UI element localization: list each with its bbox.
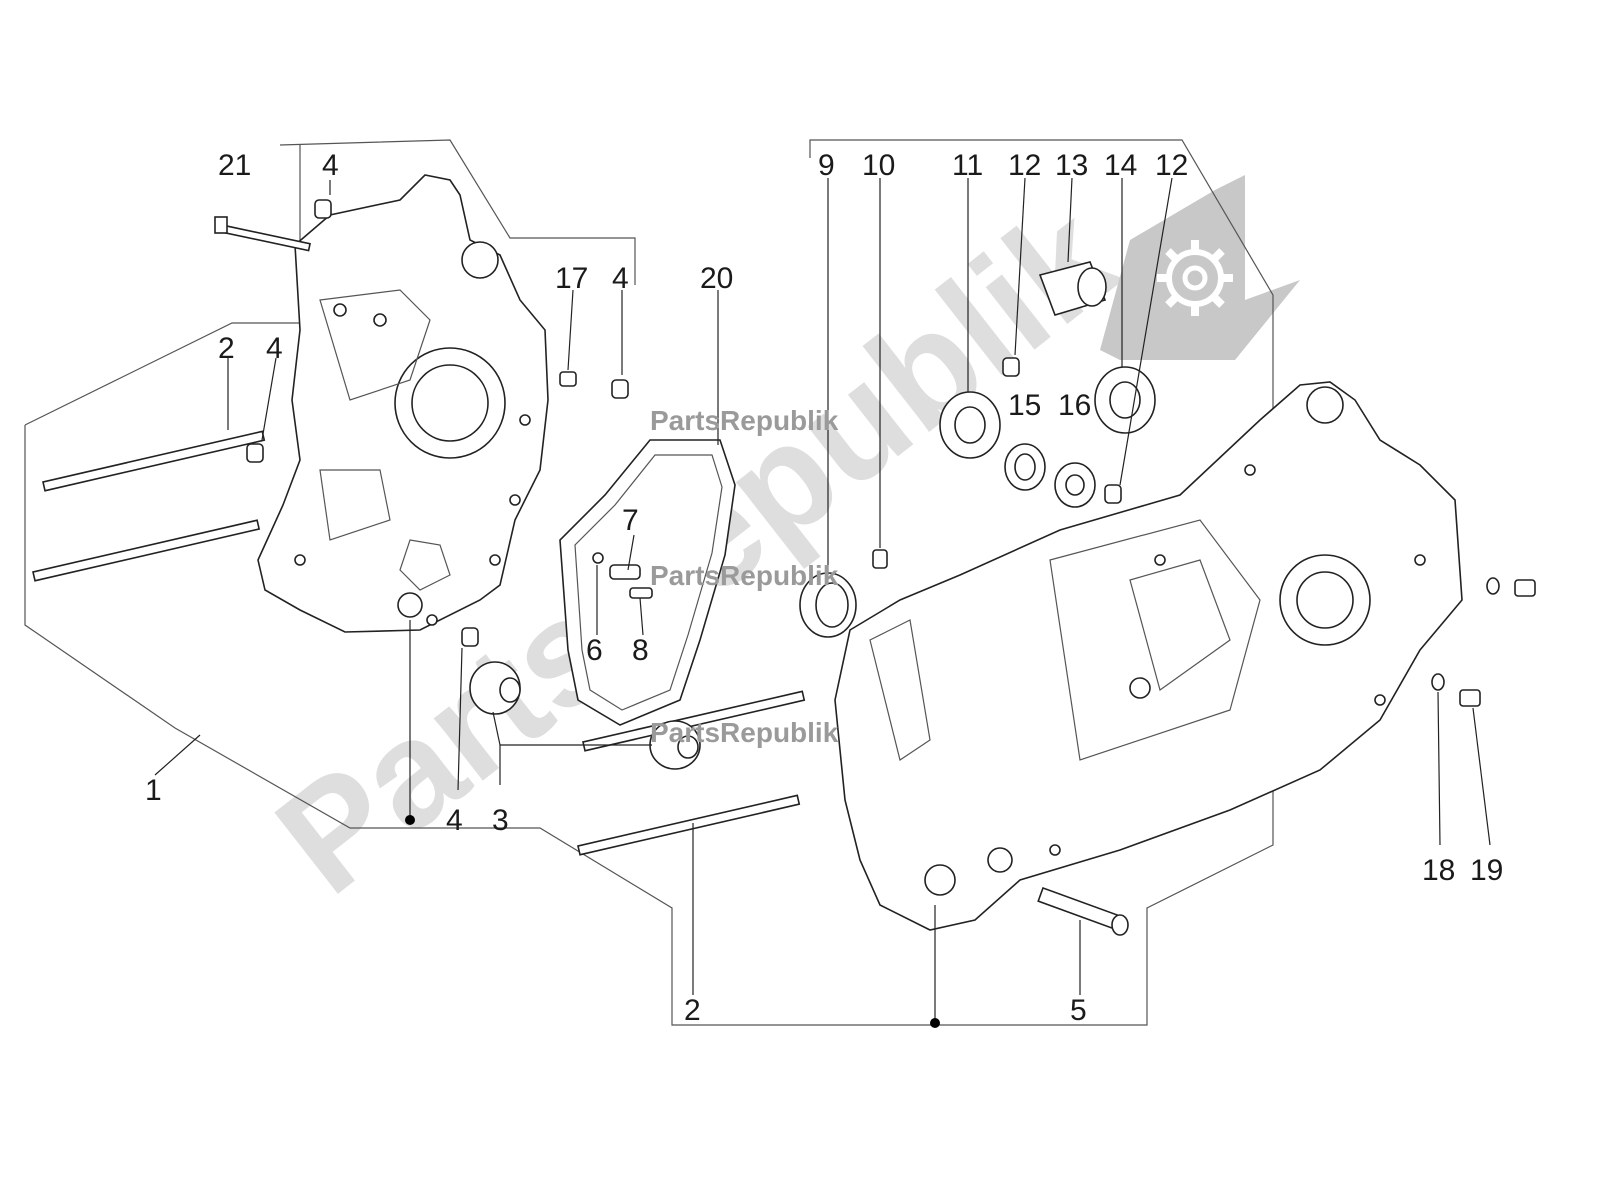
callout-19: 19 — [1470, 854, 1503, 887]
callouts: 21 4 17 4 20 2 4 9 10 11 12 13 14 12 15 … — [145, 149, 1503, 1027]
callout-15: 15 — [1008, 389, 1041, 422]
dowels — [246, 199, 629, 647]
gasket-20 — [559, 439, 736, 726]
callout-1: 1 — [145, 774, 162, 807]
fitting-17 — [559, 371, 577, 387]
callout-20: 20 — [700, 262, 733, 295]
studs-right — [577, 690, 806, 856]
callout-8: 8 — [632, 634, 649, 667]
callout-4: 4 — [266, 332, 283, 365]
callout-18: 18 — [1422, 854, 1455, 887]
part-10 — [872, 549, 888, 569]
left-crankcase — [257, 174, 549, 633]
oil-seal-9 — [799, 572, 857, 638]
callout-3: 3 — [492, 804, 509, 837]
callout-2: 2 — [218, 332, 235, 365]
small-parts-678 — [592, 552, 653, 599]
right-crankcase — [834, 381, 1463, 931]
brand-logo — [1100, 175, 1300, 360]
callout-7: 7 — [622, 504, 639, 537]
callout-11: 11 — [952, 149, 983, 182]
pin-5 — [1037, 886, 1129, 936]
bearings — [939, 261, 1156, 508]
callout-4: 4 — [446, 804, 463, 837]
callout-4: 4 — [322, 149, 339, 182]
callout-2: 2 — [684, 994, 701, 1027]
bolt-21 — [214, 216, 311, 252]
callout-16: 16 — [1058, 389, 1091, 422]
callout-21: 21 — [218, 149, 251, 182]
callout-5: 5 — [1070, 994, 1087, 1027]
callout-17: 17 — [555, 262, 588, 295]
silentblocks-3 — [469, 661, 701, 770]
watermarks-small: PartsRepublik PartsRepublik PartsRepubli… — [650, 405, 839, 748]
group-frames — [24, 139, 1274, 1026]
watermark-text-1: PartsRepublik — [650, 405, 839, 436]
callout-12: 12 — [1008, 149, 1041, 182]
watermark-text-2: PartsRepublik — [650, 560, 839, 591]
callout-4: 4 — [612, 262, 629, 295]
plugs-18-19 — [1431, 577, 1536, 707]
callout-6: 6 — [586, 634, 603, 667]
callout-13: 13 — [1055, 149, 1088, 182]
callout-9: 9 — [818, 149, 835, 182]
leader-lines — [154, 177, 1491, 1028]
callout-14: 14 — [1104, 149, 1137, 182]
studs-left — [32, 430, 266, 582]
callout-10: 10 — [862, 149, 895, 182]
watermark-text-3: PartsRepublik — [650, 717, 839, 748]
callout-12: 12 — [1155, 149, 1188, 182]
gear-icon — [1157, 240, 1233, 316]
